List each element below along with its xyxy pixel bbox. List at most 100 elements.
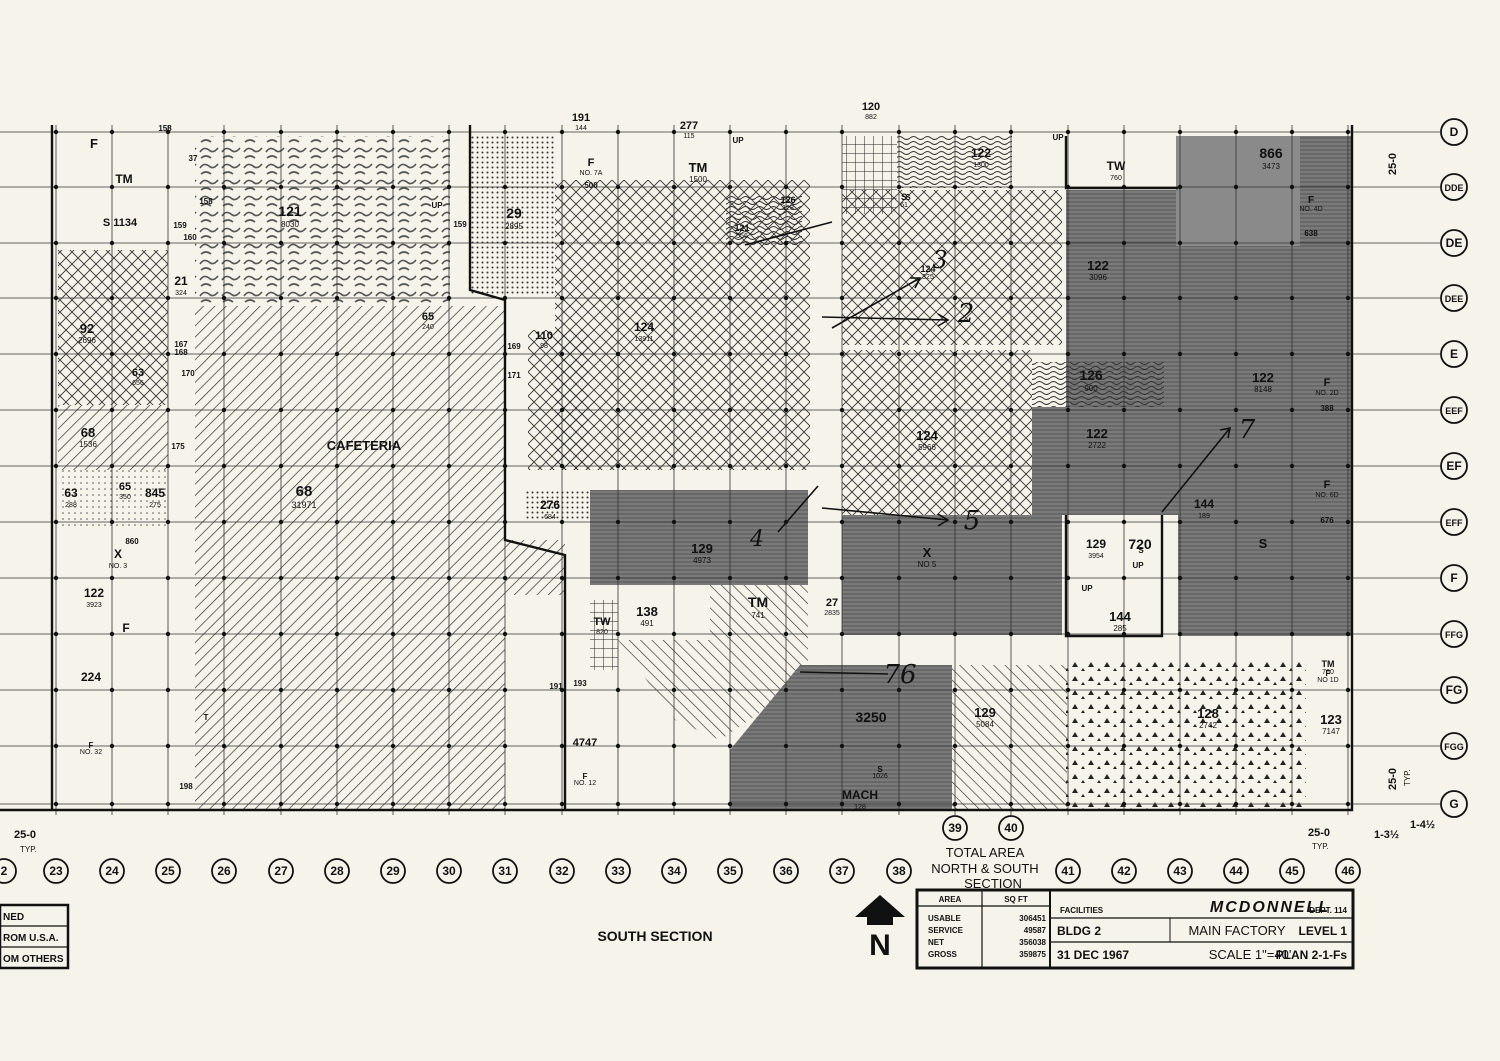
column-dot <box>896 519 902 525</box>
column-marker: 24 <box>105 864 119 878</box>
room-number: F <box>583 772 588 781</box>
room-area: 13911 <box>635 336 654 343</box>
room-area: 275 <box>149 502 161 509</box>
legend: NED ROM U.S.A. OM OTHERS <box>3 912 64 965</box>
room-area: 8148 <box>1254 385 1272 394</box>
column-dot <box>334 463 340 469</box>
title-scale: SCALE 1"=40' <box>1209 947 1292 962</box>
column-dot <box>783 801 789 807</box>
room-area: 760 <box>1110 175 1122 182</box>
row-marker: DDE <box>1444 183 1463 193</box>
column-dot <box>109 129 115 135</box>
room-area: 285 <box>1113 624 1127 633</box>
column-dot <box>615 129 621 135</box>
column-dot <box>615 295 621 301</box>
column-marker-circle <box>436 858 462 884</box>
column-dot <box>615 519 621 525</box>
room-number: F <box>1326 669 1331 678</box>
column-marker: 35 <box>723 864 737 878</box>
column-dot <box>783 407 789 413</box>
row-marker-circle <box>1440 620 1468 648</box>
column-dot <box>839 687 845 693</box>
column-marker-circle <box>155 858 181 884</box>
column-dot <box>671 240 677 246</box>
column-dot <box>671 351 677 357</box>
column-dot <box>615 184 621 190</box>
row-marker: F <box>1450 571 1457 585</box>
column-dot <box>446 801 452 807</box>
column-dot <box>165 295 171 301</box>
column-dot <box>783 184 789 190</box>
handwritten-number: 3 <box>932 246 947 274</box>
room-area: 350 <box>119 494 131 501</box>
company-name: MCDONNELL <box>1210 899 1330 916</box>
room-number: F <box>1324 479 1331 491</box>
column-dot <box>952 801 958 807</box>
column-dot <box>727 295 733 301</box>
room-number: TM <box>748 594 768 610</box>
room-area: 741 <box>751 611 765 620</box>
column-dot <box>165 129 171 135</box>
column-marker: 27 <box>274 864 288 878</box>
area-label-net: NET <box>928 938 944 947</box>
column-dot <box>727 129 733 135</box>
row-marker: D <box>1450 125 1459 139</box>
column-dot <box>278 801 284 807</box>
room-area: NO. 4D <box>1299 206 1322 213</box>
column-dot <box>1177 801 1183 807</box>
dim-left-typ: TYP. <box>20 845 37 854</box>
column-marker: 37 <box>835 864 849 878</box>
column-dot <box>1008 351 1014 357</box>
column-dot <box>559 801 565 807</box>
column-marker-circle <box>605 858 631 884</box>
column-dot <box>109 687 115 693</box>
column-dot <box>109 295 115 301</box>
column-dot <box>1008 240 1014 246</box>
column-dot <box>390 129 396 135</box>
column-dot <box>615 801 621 807</box>
column-dot <box>109 801 115 807</box>
column-marker: 25 <box>161 864 175 878</box>
column-dot <box>615 407 621 413</box>
column-marker-circle <box>268 858 294 884</box>
small-label: 37 <box>189 154 198 163</box>
column-dot <box>896 407 902 413</box>
room-area: NO 1D <box>1317 677 1338 684</box>
room-number: 191 <box>572 112 590 124</box>
column-dot <box>1121 240 1127 246</box>
column-dot <box>446 687 452 693</box>
column-dot <box>1345 295 1351 301</box>
column-dot <box>952 295 958 301</box>
column-dot <box>1345 240 1351 246</box>
small-label: 160 <box>183 233 197 242</box>
room-number: F <box>1324 377 1331 389</box>
column-marker: 28 <box>330 864 344 878</box>
column-dot <box>727 240 733 246</box>
column-dot <box>896 575 902 581</box>
column-dot <box>1121 463 1127 469</box>
room-number: 124 <box>916 428 938 443</box>
column-marker: 44 <box>1229 864 1243 878</box>
room-number: TW <box>593 616 611 628</box>
column-marker-circle <box>886 858 912 884</box>
column-dot <box>1121 351 1127 357</box>
column-dot <box>615 463 621 469</box>
room-number: 123 <box>1320 712 1342 727</box>
column-dot <box>1345 575 1351 581</box>
column-dot <box>671 463 677 469</box>
row-marker: DEE <box>1445 294 1464 304</box>
column-dot <box>727 575 733 581</box>
column-dot <box>221 743 227 749</box>
room-number: S <box>1259 536 1268 551</box>
row-marker: EF <box>1446 459 1461 473</box>
column-dot <box>1233 801 1239 807</box>
room-number: 845 <box>145 486 165 500</box>
row-marker: G <box>1449 797 1458 811</box>
column-dot <box>334 631 340 637</box>
column-marker: 43 <box>1173 864 1187 878</box>
column-dot <box>334 129 340 135</box>
small-label: 167 <box>174 340 188 349</box>
column-dot <box>1008 687 1014 693</box>
column-dot <box>783 463 789 469</box>
